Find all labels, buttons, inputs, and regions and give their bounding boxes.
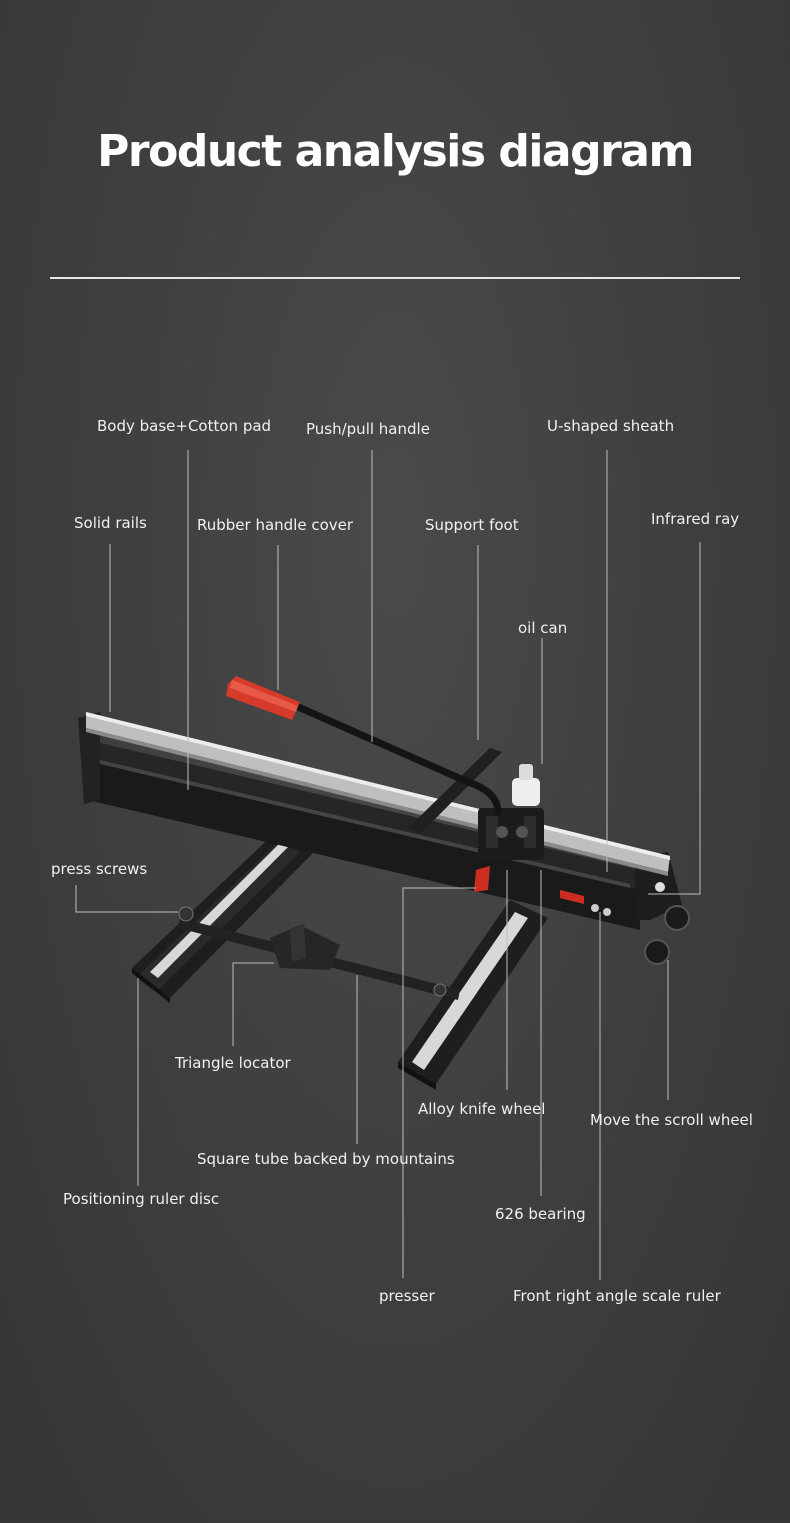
label-rubber-handle-cover: Rubber handle cover (197, 516, 354, 534)
title-divider (50, 277, 740, 279)
leader-press-screws (75, 885, 178, 913)
label-presser: presser (379, 1287, 435, 1305)
label-body-base: Body base+Cotton pad (97, 417, 272, 435)
push-pull-handle (226, 676, 502, 816)
label-oil-can: oil can (518, 619, 568, 637)
support-foot (408, 748, 502, 834)
label-square-tube: Square tube backed by mountains (197, 1150, 455, 1168)
left-ruler-arm (132, 828, 318, 1003)
label-front-right-angle-ruler: Front right angle scale ruler (513, 1287, 721, 1305)
label-solid-rails: Solid rails (74, 514, 147, 532)
label-triangle-locator: Triangle locator (175, 1054, 291, 1072)
label-alloy-knife-wheel: Alloy knife wheel (418, 1100, 546, 1118)
label-move-scroll-wheel: Move the scroll wheel (590, 1111, 753, 1129)
label-press-screws: press screws (51, 860, 148, 878)
label-u-shaped-sheath: U-shaped sheath (547, 417, 675, 435)
label-positioning-ruler-disc: Positioning ruler disc (63, 1190, 220, 1208)
leader-triangle-locator (232, 962, 274, 1046)
label-support-foot: Support foot (425, 516, 519, 534)
label-infrared-ray: Infrared ray (651, 510, 740, 528)
page-title: Product analysis diagram (97, 126, 694, 177)
leader-infrared-ray (648, 542, 701, 895)
label-push-pull-handle: Push/pull handle (306, 420, 430, 438)
square-tube-crossbar (178, 906, 460, 1000)
cutter-carriage (474, 764, 584, 904)
right-ruler-arm (398, 900, 548, 1090)
leader-presser (402, 887, 476, 1278)
label-626-bearing: 626 bearing (495, 1205, 586, 1223)
